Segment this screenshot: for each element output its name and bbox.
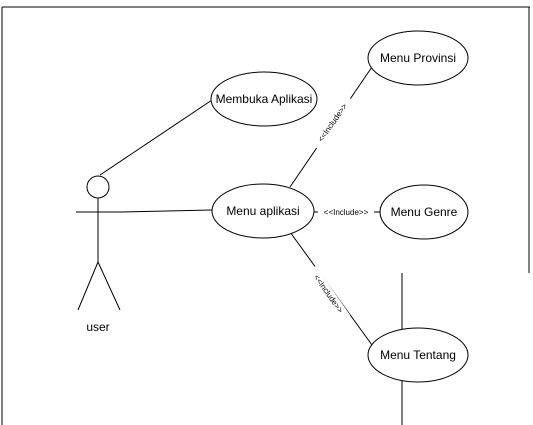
use-case-membuka-aplikasi[interactable]: Membuka Aplikasi [210,71,318,127]
include-label-provinsi-group: <<Include>> [310,94,356,152]
include-label-provinsi-bg [310,94,356,152]
use-case-menu-provinsi[interactable]: Menu Provinsi [367,30,469,86]
include-label-genre-group: <<Include>> [318,207,374,219]
actor-user[interactable]: user [76,175,122,334]
use-case-menu-tentang-ellipse [367,327,469,383]
use-case-menu-tentang[interactable]: Menu Tentang [367,327,469,383]
include-label-provinsi: <<Include>> [316,102,349,144]
use-case-menu-genre[interactable]: Menu Genre [379,184,469,240]
include-label-genre-bg [318,207,374,219]
use-case-menu-aplikasi[interactable]: Menu aplikasi [211,183,315,239]
include-label-tentang-bg [305,265,351,323]
use-case-menu-genre-ellipse [379,184,469,240]
use-case-menu-aplikasi-label: Menu aplikasi [226,204,299,218]
use-case-menu-tentang-label: Menu Tentang [380,348,456,362]
use-case-menu-genre-label: Menu Genre [391,205,458,219]
use-case-menu-provinsi-label: Menu Provinsi [380,51,456,65]
actor-label: user [86,320,109,334]
include-label-genre: <<Include>> [324,208,369,217]
actor-right-leg [97,261,121,311]
use-case-membuka-aplikasi-ellipse [210,71,318,127]
association-user-menu-aplikasi [121,209,213,213]
include-label-tentang-group: <<Include>> [305,265,351,323]
association-user-membuka [99,97,216,176]
use-case-menu-aplikasi-ellipse [211,183,315,239]
actor-left-leg [77,261,99,311]
include-label-tentang: <<Include>> [312,273,345,315]
use-case-membuka-aplikasi-label: Membuka Aplikasi [216,92,313,106]
actor-head [86,175,110,199]
use-case-menu-provinsi-ellipse [367,30,469,86]
